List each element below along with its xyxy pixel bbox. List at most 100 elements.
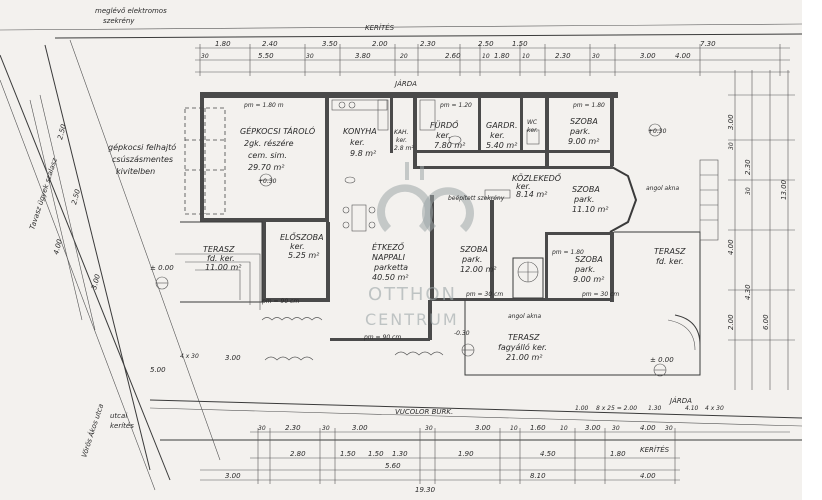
sill-3: pm = 1.80: [572, 102, 605, 109]
svg-text:csúszásmentes: csúszásmentes: [112, 155, 173, 164]
site-boundary: [0, 23, 803, 491]
dim-top-8: 7.30: [700, 40, 716, 48]
east-steps: [699, 159, 719, 241]
svg-text:11.00 m²: 11.00 m²: [205, 263, 242, 272]
kitchen-fixtures: [331, 99, 389, 232]
svg-text:SZOBA: SZOBA: [460, 245, 488, 254]
svg-text:WC: WC: [527, 119, 538, 126]
level-garage: +0.30: [258, 178, 277, 185]
dim-bot2-4: 1.30: [392, 450, 408, 458]
dim-bot1-3: 30: [322, 425, 330, 432]
sill-7: pm = 30 cm: [465, 291, 503, 298]
svg-text:21.00 m²: 21.00 m²: [506, 353, 543, 362]
dim-bot1-5: 30: [425, 425, 433, 432]
svg-text:KAH.: KAH.: [394, 129, 409, 136]
jarda-top-label: JÁRDA: [393, 79, 417, 88]
dim-left-1: 2.50: [56, 123, 68, 141]
dim-top2-5: 20: [400, 53, 408, 60]
sill-1: pm = 1.80 m: [243, 102, 284, 109]
svg-text:parketta: parketta: [373, 263, 408, 272]
dim-bot3-4: 4.00: [640, 472, 656, 480]
svg-text:ker.: ker.: [290, 242, 305, 251]
dim-top2-11: 30: [592, 53, 600, 60]
dim-bot1-2: 2.30: [285, 424, 301, 432]
sill-6: pm = 90 cm: [261, 298, 299, 305]
level-east: ± 0.00: [650, 356, 674, 364]
svg-text:ÉTKEZŐ: ÉTKEZŐ: [372, 241, 405, 252]
dim-right-5: 4.00: [727, 239, 735, 255]
sill-8: pm = 30 cm: [581, 291, 619, 298]
svg-text:ker.: ker.: [436, 131, 451, 140]
svg-text:NAPPALI: NAPPALI: [372, 253, 406, 262]
dim-step-5: 4 x 30: [705, 405, 724, 412]
svg-text:40.50 m²: 40.50 m²: [372, 273, 409, 282]
dim-bot2-2: 1.50: [340, 450, 356, 458]
dim-top2-3: 30: [306, 53, 314, 60]
left-dimension-chain: [29, 94, 96, 331]
dim-top2-10: 2.30: [555, 52, 571, 60]
top-note-1: meglévő elektromos: [95, 6, 167, 15]
svg-text:park.: park.: [461, 255, 482, 264]
svg-text:TERASZ: TERASZ: [654, 247, 686, 256]
dim-top-5: 2.30: [420, 40, 436, 48]
svg-text:2.8 m²: 2.8 m²: [394, 145, 414, 152]
level-room1: +0.30: [648, 128, 667, 135]
dim-bot1-1: 30: [258, 425, 266, 432]
svg-text:5.25 m²: 5.25 m²: [288, 251, 320, 260]
dim-top-7: 1.50: [512, 40, 528, 48]
dim-bot3-2: 5.60: [385, 462, 401, 470]
dim-bot2-6: 4.50: [540, 450, 556, 458]
dim-top2-9: 10: [522, 53, 530, 60]
dim-bot1-13: 30: [665, 425, 673, 432]
dim-bot1-6: 3.00: [475, 424, 491, 432]
terrace-south: TERASZ fagyálló ker. 21.00 m²: [498, 333, 547, 362]
svg-text:12.00 m²: 12.00 m²: [460, 265, 497, 274]
dim-bot1-11: 30: [612, 425, 620, 432]
svg-text:park.: park.: [573, 195, 594, 204]
dim-left-4: 4.00: [52, 238, 64, 256]
svg-text:GÉPKOCSI TÁROLÓ: GÉPKOCSI TÁROLÓ: [240, 125, 315, 136]
svg-text:TERASZ: TERASZ: [203, 245, 235, 254]
room-hall: KÖZLEKEDŐ ker. 8.14 m²: [512, 173, 562, 199]
spiral-staircase: [517, 261, 539, 283]
dim-step-4: 4.10: [685, 405, 699, 412]
dim-top-3: 3.50: [322, 40, 338, 48]
watermark-line1: OTTHON: [368, 284, 457, 305]
dim-top2-1: 30: [201, 53, 209, 60]
dim-right-7: 2.00: [727, 314, 735, 330]
top-dimension-chain: [195, 44, 790, 76]
svg-text:SZOBA: SZOBA: [575, 255, 603, 264]
room-kah: KAH. ker. 2.8 m²: [394, 129, 414, 152]
terrace-east: TERASZ fd. ker.: [654, 247, 686, 266]
dim-bot2-1: 2.80: [290, 450, 306, 458]
fence-top-label: KERÍTÉS: [365, 23, 395, 32]
svg-text:fd. ker.: fd. ker.: [207, 254, 235, 263]
svg-text:11.10 m²: 11.10 m²: [572, 205, 609, 214]
svg-text:9.00 m²: 9.00 m²: [573, 275, 605, 284]
room-1: SZOBA park. 9.00 m²: [568, 117, 600, 146]
room-bath: FÜRDŐ ker. 7.80 m²: [430, 120, 466, 150]
dim-top2-13: 4.00: [675, 52, 691, 60]
svg-text:KONYHA: KONYHA: [343, 127, 377, 136]
right-dimension-chain: [728, 70, 795, 390]
building-walls: [200, 92, 638, 341]
dim-step-3: 1.30: [648, 405, 662, 412]
svg-text:ker.: ker.: [516, 182, 531, 191]
dim-bot3-3: 8.10: [530, 472, 546, 480]
builtin-cabinet: beépített szekrény: [448, 195, 505, 202]
sill-4: pm = 1.80: [551, 249, 584, 256]
svg-text:kivitelben: kivitelben: [116, 167, 155, 176]
vucolor-label: VUCOLOR BURK.: [395, 408, 453, 416]
svg-text:7.80 m²: 7.80 m²: [434, 141, 466, 150]
svg-text:8.14 m²: 8.14 m²: [516, 190, 548, 199]
level-markers: [155, 123, 667, 377]
sill-2: pm = 1.20: [439, 102, 472, 109]
dim-left-3: 3.00: [90, 273, 102, 291]
dim-right-6: 4.30: [744, 284, 752, 300]
svg-text:park.: park.: [574, 265, 595, 274]
dim-misc-2: 3.00: [225, 354, 241, 362]
dim-top2-7: 10: [482, 53, 490, 60]
dim-bot2-5: 1.90: [458, 450, 474, 458]
level-terrace: -0.30: [454, 330, 470, 337]
